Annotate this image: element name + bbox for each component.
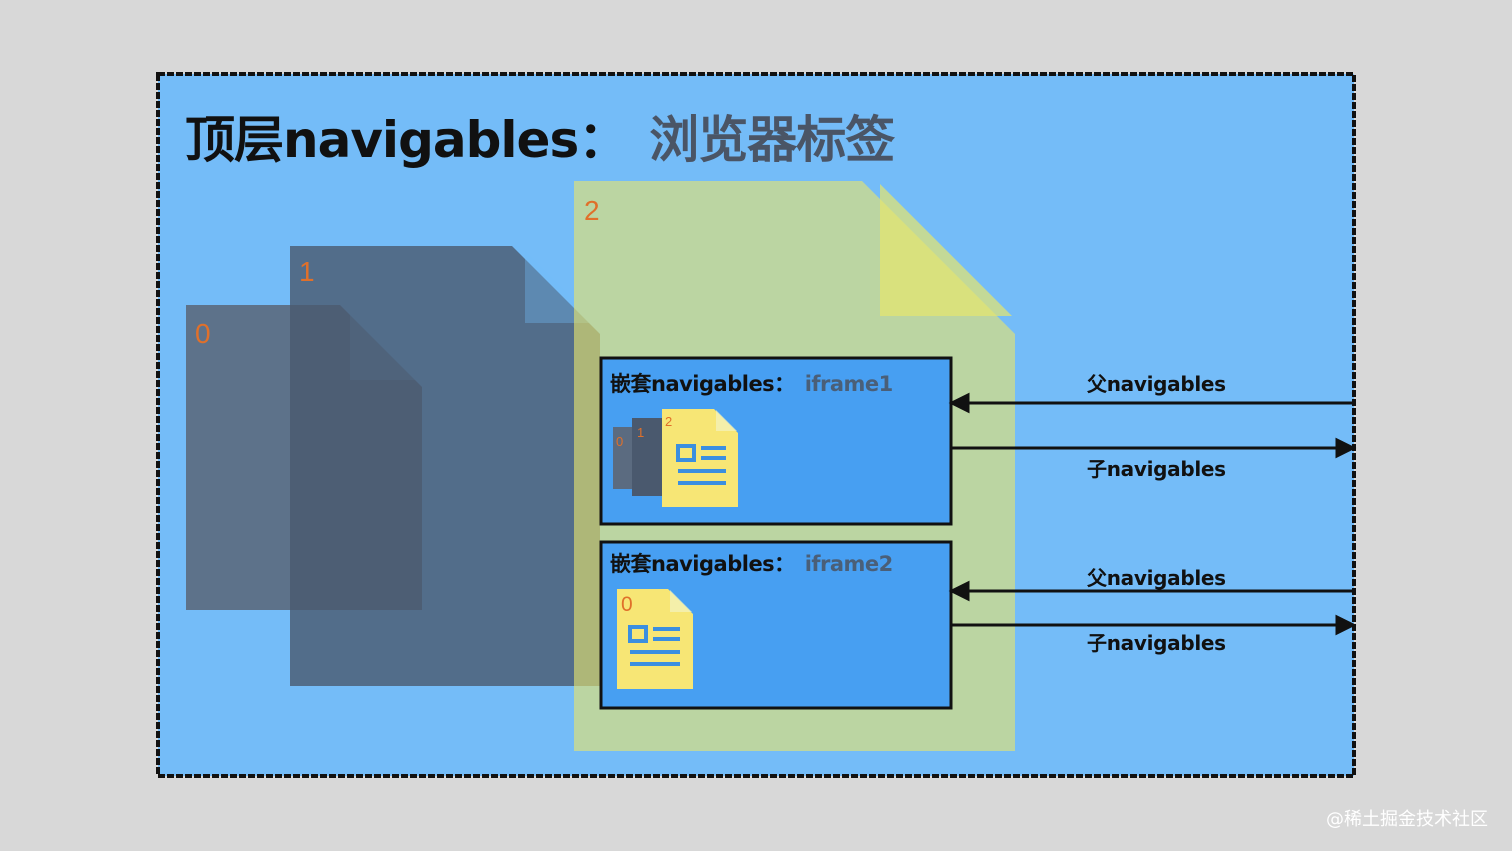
arrow-parent-2-label: 父navigables	[1087, 566, 1226, 590]
document-1-shape	[290, 246, 600, 686]
arrow-child-2-label: 子navigables	[1087, 631, 1226, 655]
iframe1-label-text: 嵌套navigables：	[610, 372, 795, 396]
document-2-number: 2	[584, 195, 600, 226]
arrow-parent-1-head-icon	[948, 392, 970, 414]
document-1-number: 1	[299, 256, 315, 287]
diagram-title: 顶层navigables： 浏览器标签	[185, 100, 895, 172]
iframe1-label: 嵌套navigables： iframe1	[610, 368, 893, 398]
iframe2-doc-0-fold	[670, 590, 692, 612]
arrow-child-1-label: 子navigables	[1087, 457, 1226, 481]
watermark: @稀土掘金技术社区	[1326, 809, 1488, 830]
arrow-parent-1-label: 父navigables	[1087, 372, 1226, 396]
iframe2-doc-0-lines-icon	[628, 625, 680, 666]
arrow-parent-2-head-icon	[948, 580, 970, 602]
iframe1-doc-2-lines-icon	[676, 444, 726, 485]
iframe1-doc-1-number: 1	[637, 425, 645, 440]
iframe2-doc-0-number: 0	[621, 593, 633, 616]
iframe1-doc-0-number: 0	[616, 434, 624, 449]
iframe1-name: iframe1	[804, 372, 894, 396]
document-0-number: 0	[195, 318, 211, 349]
iframe1-doc-2-number: 2	[665, 414, 673, 429]
iframe2-label: 嵌套navigables： iframe2	[610, 548, 893, 578]
iframe2-label-text: 嵌套navigables：	[610, 552, 795, 576]
title-sub: 浏览器标签	[649, 111, 895, 169]
arrow-child-2-head-icon	[1335, 614, 1357, 636]
iframe2-name: iframe2	[804, 552, 894, 576]
arrow-child-1-head-icon	[1335, 437, 1357, 459]
iframe1-doc-2-fold	[716, 410, 737, 431]
title-main: 顶层navigables：	[185, 111, 628, 169]
document-2-fold	[880, 184, 1012, 316]
